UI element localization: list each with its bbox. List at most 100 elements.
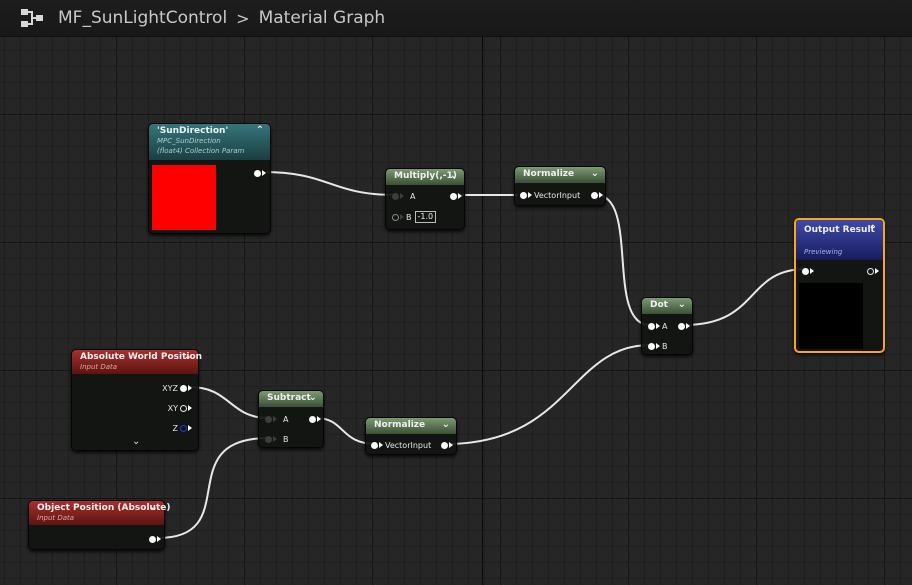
node-title: Output Result: [804, 225, 875, 235]
subtract-node[interactable]: Subtract ⌄ A B: [258, 390, 324, 448]
output-pin[interactable]: [678, 320, 690, 332]
normalize-node-bottom[interactable]: Normalize ⌄ VectorInput: [365, 417, 457, 455]
expand-chevron-icon[interactable]: ⌄: [132, 436, 141, 447]
sun-direction-node[interactable]: 'SunDirection' ⌃ MPC_SunDirection (float…: [148, 123, 271, 234]
chevron-down-icon[interactable]: ⌄: [183, 351, 192, 362]
output-pin-dot[interactable]: [867, 267, 874, 275]
input-pin-dot[interactable]: [392, 213, 399, 221]
output-pin[interactable]: [441, 439, 453, 451]
output-pin-z[interactable]: Z: [173, 422, 192, 434]
multiply-node[interactable]: Multiply(,-1) ⌄ A B -1.0: [385, 168, 465, 230]
node-title: 'SunDirection': [157, 126, 229, 136]
output-arrow-icon: [157, 536, 161, 542]
subtract-header[interactable]: Subtract ⌄: [259, 391, 323, 407]
input-pin-a[interactable]: A: [648, 320, 667, 332]
input-pin-dot[interactable]: [371, 441, 378, 449]
multiply-header[interactable]: Multiply(,-1) ⌄: [386, 169, 464, 185]
object-position-header[interactable]: Object Position (Absolute) ⌄ Input Data: [29, 501, 170, 525]
input-pin-b[interactable]: B -1.0: [392, 211, 437, 223]
graph-origin-axis: [482, 36, 483, 585]
pin-label: XY: [167, 403, 178, 413]
input-pin-a[interactable]: A: [392, 190, 415, 202]
output-pin-dot[interactable]: [441, 441, 448, 449]
input-pin-a[interactable]: A: [265, 413, 288, 425]
output-result-node[interactable]: Output Result ⌃ Previewing: [794, 218, 885, 353]
output-pin[interactable]: [591, 189, 603, 201]
result-preview-swatch: [799, 283, 863, 349]
chevron-down-icon[interactable]: ⌄: [677, 299, 686, 310]
input-pin-dot[interactable]: [648, 322, 655, 330]
input-pin-b[interactable]: B: [648, 340, 668, 352]
output-pin[interactable]: [254, 167, 266, 179]
input-pin-dot[interactable]: [265, 435, 272, 443]
output-pin[interactable]: [450, 190, 462, 202]
b-value-field[interactable]: -1.0: [414, 211, 437, 223]
input-arrow-icon: [273, 416, 277, 422]
output-pin-dot[interactable]: [678, 322, 685, 330]
node-title: Normalize: [523, 169, 575, 179]
input-pin-dot[interactable]: [265, 415, 272, 423]
chevron-down-icon[interactable]: ⌄: [308, 392, 317, 403]
input-pin-result[interactable]: [802, 265, 814, 277]
input-pin-dot[interactable]: [392, 192, 399, 200]
output-pin[interactable]: [867, 265, 879, 277]
dot-header[interactable]: Dot ⌄: [642, 298, 692, 314]
breadcrumb: MF_SunLightControl > Material Graph: [0, 0, 912, 37]
input-arrow-icon: [379, 442, 383, 448]
input-pin-vector[interactable]: VectorInput: [371, 439, 431, 451]
material-function-icon: [21, 9, 43, 27]
object-position-node[interactable]: Object Position (Absolute) ⌄ Input Data: [28, 500, 170, 550]
output-pin[interactable]: [309, 413, 321, 425]
wire-sundirection-to-multiply: [262, 171, 397, 196]
input-arrow-icon: [400, 214, 404, 220]
chevron-down-icon[interactable]: ⌄: [590, 168, 599, 179]
chevron-up-icon[interactable]: ⌃: [255, 125, 264, 136]
output-pin-dot[interactable]: [254, 169, 261, 177]
output-pin-dot[interactable]: [450, 192, 457, 200]
breadcrumb-graph-name[interactable]: Material Graph: [258, 8, 386, 28]
absolute-world-position-node[interactable]: Absolute World Position ⌄ Input Data XYZ…: [71, 349, 202, 451]
output-arrow-icon: [449, 442, 453, 448]
output-pin-dot[interactable]: [149, 535, 156, 543]
wire-objpos-to-subtract-b: [157, 437, 269, 539]
output-arrow-icon: [875, 268, 879, 274]
pin-label: B: [406, 212, 412, 222]
sun-direction-header[interactable]: 'SunDirection' ⌃ MPC_SunDirection (float…: [149, 124, 270, 160]
input-pin-vector[interactable]: VectorInput: [520, 189, 580, 201]
pin-label: XYZ: [162, 383, 178, 393]
chevron-down-icon[interactable]: ⌄: [441, 419, 450, 430]
input-pin-b[interactable]: B: [265, 433, 289, 445]
absolute-world-position-header[interactable]: Absolute World Position ⌄ Input Data: [72, 350, 202, 374]
output-pin-dot[interactable]: [180, 384, 187, 392]
node-subtitle: (float4) Collection Param: [157, 147, 245, 155]
output-pin-xy[interactable]: XY: [168, 402, 192, 414]
node-title: Multiply(,-1): [394, 171, 457, 181]
normalize-header[interactable]: Normalize ⌄: [366, 418, 456, 434]
input-arrow-icon: [810, 268, 814, 274]
output-arrow-icon: [188, 425, 192, 431]
node-subtitle: Input Data: [80, 363, 118, 371]
output-arrow-icon: [686, 323, 690, 329]
chevron-down-icon[interactable]: ⌄: [449, 170, 458, 181]
wire-dot-to-output: [683, 268, 807, 326]
normalize-node-top[interactable]: Normalize ⌄ VectorInput: [514, 166, 606, 206]
dot-node[interactable]: Dot ⌄ A B: [641, 297, 693, 355]
node-title: Subtract: [267, 393, 311, 403]
chevron-up-icon[interactable]: ⌃: [868, 224, 877, 235]
normalize-header[interactable]: Normalize ⌄: [515, 167, 605, 183]
color-preview-swatch: [152, 165, 216, 230]
input-pin-dot[interactable]: [648, 342, 655, 350]
output-pin-dot[interactable]: [591, 191, 598, 199]
input-pin-dot[interactable]: [802, 267, 809, 275]
input-pin-dot[interactable]: [520, 191, 527, 199]
output-pin-dot[interactable]: [180, 424, 187, 432]
pin-label: Z: [172, 423, 178, 433]
output-result-header[interactable]: Output Result ⌃ Previewing: [796, 220, 883, 260]
breadcrumb-function-name[interactable]: MF_SunLightControl: [58, 8, 228, 28]
chevron-down-icon[interactable]: ⌄: [149, 502, 158, 513]
output-pin-dot[interactable]: [180, 404, 187, 412]
output-pin[interactable]: [149, 533, 161, 545]
wire-awp-to-subtract-a: [189, 386, 269, 419]
output-pin-xyz[interactable]: XYZ: [162, 382, 192, 394]
output-pin-dot[interactable]: [309, 415, 316, 423]
